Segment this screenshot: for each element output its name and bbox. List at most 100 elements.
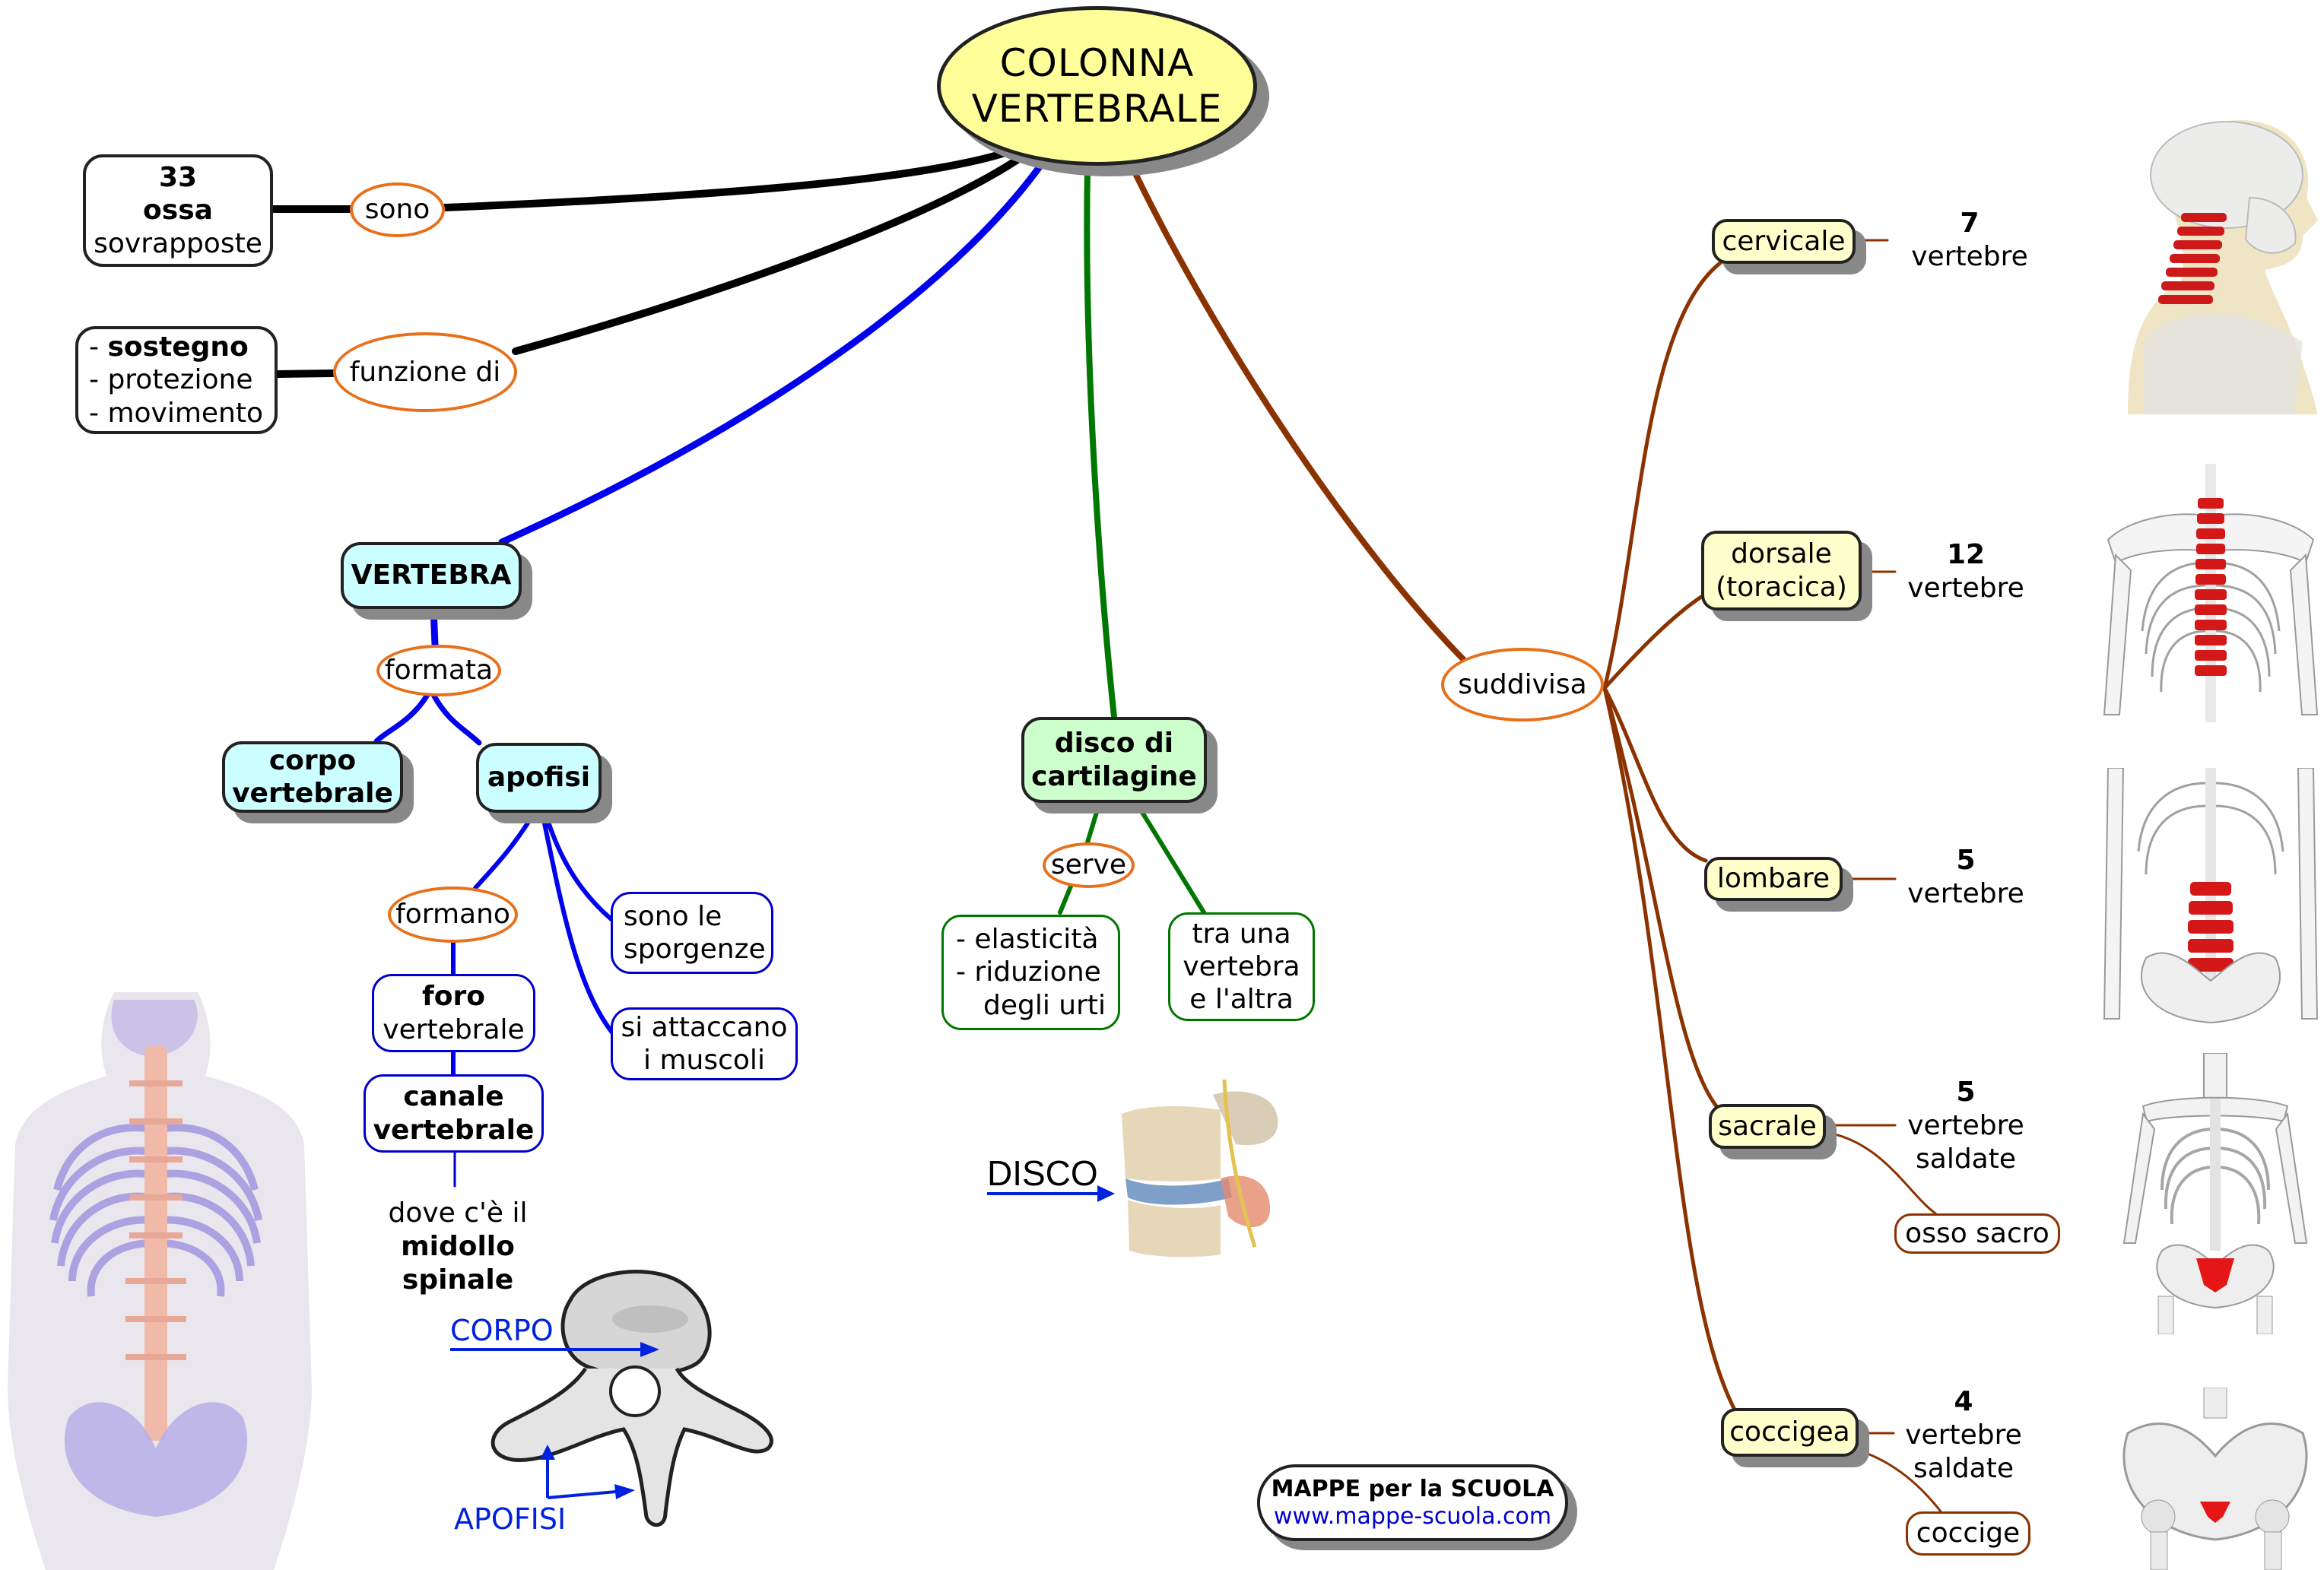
link-root-suddivisa	[1130, 166, 1467, 663]
link-suddivisa-coccigea	[1602, 686, 1738, 1413]
link-vertebra-formata	[430, 604, 439, 649]
root-node-colonna-vertebrale[interactable]: COLONNA VERTEBRALE	[937, 6, 1257, 166]
label-corpo: CORPO	[450, 1314, 554, 1347]
lombare-label: lombare	[1716, 863, 1830, 895]
lumbar-spine-illustration	[2103, 768, 2319, 1024]
elasticita-line: - elasticità	[956, 924, 1099, 956]
link-label-serve[interactable]: serve	[1043, 842, 1135, 888]
count-cervicale: 7 vertebre	[1894, 207, 2046, 274]
dorsale-label: dorsale	[1731, 538, 1832, 570]
arrow-apofisi-icon	[540, 1445, 635, 1499]
node-dorsale[interactable]: dorsale (toracica)	[1701, 531, 1862, 611]
cervicale-unit: vertebre	[1911, 240, 2028, 272]
text-midollo-spinale: dove c'è il midollo spinale	[357, 1197, 558, 1297]
sporgenze-line2: sporgenze	[624, 934, 766, 965]
foro-text: vertebrale	[383, 1013, 525, 1045]
node-elasticita[interactable]: - elasticità - riduzione degli urti	[941, 915, 1120, 1030]
link-label-suddivisa[interactable]: suddivisa	[1441, 648, 1604, 722]
sporgenze-line1: sono le	[624, 900, 722, 932]
vertebra-title: VERTEBRA	[351, 560, 512, 592]
link-label-formano[interactable]: formano	[388, 886, 518, 943]
link-label-sono[interactable]: sono	[350, 182, 445, 237]
cervicale-count: 7	[1960, 208, 1980, 239]
root-title-line2: VERTEBRALE	[971, 87, 1223, 131]
node-vertebra[interactable]: VERTEBRA	[341, 542, 522, 609]
link-serve-elasticita	[1058, 884, 1073, 915]
link-suddivisa-lombare	[1602, 686, 1708, 863]
lombare-unit: vertebre	[1907, 877, 2024, 909]
sacral-spine-illustration	[2122, 1053, 2308, 1334]
muscoli-line2: i muscoli	[643, 1045, 765, 1076]
link-root-sono	[441, 148, 1011, 211]
link-root-funzione	[512, 156, 1021, 355]
sacrale-unit: vertebre	[1907, 1109, 2024, 1141]
link-apofisi-sporgenze	[545, 817, 614, 922]
footer-mappe-scuola[interactable]: MAPPE per la SCUOLA www.mappe-scuola.com	[1257, 1464, 1568, 1541]
count-sacrale: 5 vertebre saldate	[1890, 1076, 2042, 1176]
link-sacrale-osso	[1833, 1133, 1937, 1215]
node-osso-sacro[interactable]: osso sacro	[1894, 1213, 2060, 1254]
node-disco-cartilagine[interactable]: disco di cartilagine	[1021, 717, 1207, 803]
label-disco: DISCO	[987, 1153, 1098, 1193]
node-corpo-vertebrale[interactable]: corpo vertebrale	[222, 741, 403, 813]
link-label-formata[interactable]: formata	[376, 645, 501, 696]
formata-text: formata	[384, 655, 494, 687]
function-item: - protezione	[89, 364, 253, 396]
thoracic-spine-illustration	[2103, 464, 2319, 722]
node-sporgenze[interactable]: sono le sporgenze	[611, 892, 773, 974]
link-apofisi-muscoli	[541, 817, 614, 1035]
coccyx-illustration	[2122, 1388, 2308, 1570]
arrow-disco-icon	[987, 1185, 1115, 1202]
link-coccigea-coccige	[1866, 1452, 1942, 1513]
count-dorsale: 12 vertebre	[1890, 538, 2042, 605]
node-foro-vertebrale[interactable]: foro vertebrale	[372, 974, 535, 1052]
link-apofisi-formano	[473, 817, 532, 890]
tra-line1: tra una	[1192, 918, 1291, 950]
coccigea-label: coccigea	[1729, 1416, 1850, 1448]
link-suddivisa-cervicale	[1602, 252, 1735, 690]
node-sacrale[interactable]: sacrale	[1709, 1104, 1826, 1149]
node-33-ossa[interactable]: 33 ossa sovrapposte	[83, 154, 273, 267]
coccigea-unit: vertebre	[1905, 1419, 2022, 1451]
node-lombare[interactable]: lombare	[1704, 857, 1843, 901]
node-apofisi[interactable]: apofisi	[476, 743, 602, 813]
link-suddivisa-dorsale	[1602, 595, 1703, 690]
tra-line2: vertebra	[1183, 950, 1300, 982]
coccigea-count: 4	[1954, 1386, 1973, 1417]
disco-line1: disco di	[1054, 728, 1174, 760]
coccige-label: coccige	[1916, 1518, 2021, 1549]
function-item: - sostegno	[89, 331, 249, 363]
dorsale-count: 12	[1946, 539, 1986, 570]
node-canale-vertebrale[interactable]: canale vertebrale	[364, 1074, 544, 1153]
footer-url[interactable]: www.mappe-scuola.com	[1273, 1502, 1552, 1530]
node-muscoli[interactable]: si attaccano i muscoli	[611, 1007, 798, 1080]
tra-line3: e l'altra	[1189, 984, 1294, 1016]
ossa-text: sovrapposte	[94, 227, 262, 259]
link-formata-apofisi	[430, 692, 482, 746]
serve-text: serve	[1050, 849, 1127, 881]
link-root-disco	[1084, 168, 1117, 720]
link-disco-serve	[1085, 805, 1100, 845]
ossa-number: 33	[158, 162, 198, 194]
toracica-label: (toracica)	[1716, 571, 1847, 603]
link-suddivisa-sacrale	[1602, 686, 1719, 1109]
node-cervicale[interactable]: cervicale	[1712, 219, 1856, 264]
funzione-text: funzione di	[349, 356, 501, 388]
midollo-line2: midollo	[401, 1230, 515, 1262]
arrow-corpo-icon	[450, 1342, 659, 1357]
corpo-line1: corpo	[268, 744, 357, 776]
node-funzioni[interactable]: - sostegno - protezione - movimento	[75, 326, 278, 434]
node-coccige[interactable]: coccige	[1906, 1511, 2030, 1556]
link-label-funzione-di[interactable]: funzione di	[333, 332, 517, 412]
corpo-line2: vertebrale	[232, 778, 393, 809]
disc-illustration	[1122, 1079, 1278, 1258]
canale-line2: vertebrale	[373, 1114, 535, 1146]
node-coccigea[interactable]: coccigea	[1721, 1408, 1859, 1457]
sacrale-extra: saldate	[1916, 1143, 2016, 1175]
osso-sacro-label: osso sacro	[1905, 1217, 2049, 1249]
cervicale-label: cervicale	[1722, 225, 1846, 257]
function-item: - movimento	[89, 397, 264, 429]
midollo-line1: dove c'è il	[388, 1197, 528, 1229]
suddivisa-text: suddivisa	[1458, 668, 1587, 700]
node-tra-vertebre[interactable]: tra una vertebra e l'altra	[1168, 912, 1315, 1021]
